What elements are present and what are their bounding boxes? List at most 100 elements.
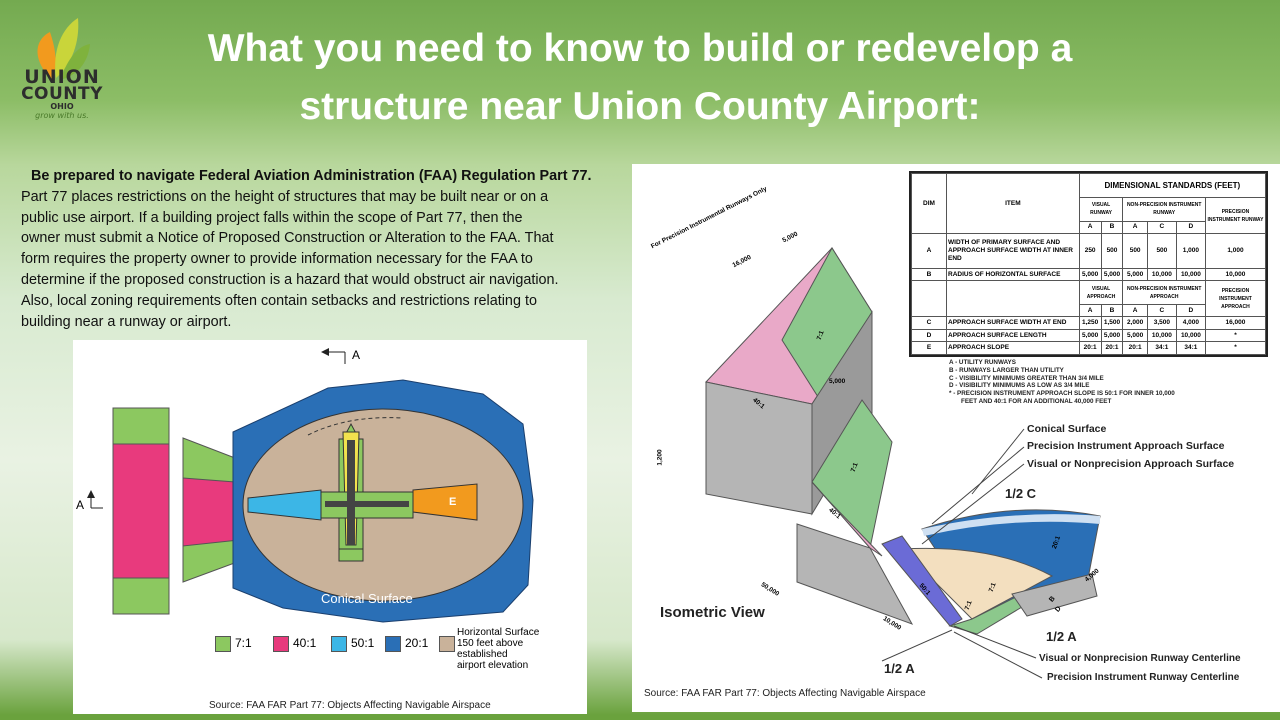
legend-swatch-50-1 <box>331 636 347 652</box>
table-item-e: APPROACH SLOPE <box>946 341 1080 355</box>
table-col-a: A <box>1078 303 1102 318</box>
table-cell: 5,000 <box>1122 328 1148 343</box>
logo-tagline: grow with us. <box>35 111 89 120</box>
logo-union: UNION <box>24 66 100 88</box>
table-cell: 1,500 <box>1100 316 1124 330</box>
title-line-2: structure near Union County Airport: <box>299 85 981 128</box>
dim-5000-mid: 5,000 <box>829 378 846 385</box>
table-item-b: RADIUS OF HORIZONTAL SURFACE <box>946 267 1080 282</box>
body-line: Also, local zoning requirements often co… <box>21 292 537 309</box>
legend-label-horizontal: Horizontal Surface 150 feet above establ… <box>457 627 540 671</box>
table-cell: 5,000 <box>1078 328 1102 343</box>
section-a-top-label: A <box>352 348 361 362</box>
table-cell: 4,000 <box>1175 316 1206 330</box>
section-a-left-label: A <box>76 498 85 512</box>
table-col-d: D <box>1175 220 1206 235</box>
table-cell: 20:1 <box>1100 341 1124 355</box>
body-line: form requires the property owner to prov… <box>21 251 533 268</box>
visual-centerline-label: Visual or Nonprecision Runway Centerline <box>1039 653 1241 664</box>
plan-legend: 7:1 40:1 50:1 20:1 Horizontal Surface 15… <box>215 627 575 673</box>
precision-approach-callout: Precision Instrument Approach Surface <box>1027 440 1225 452</box>
table-dim-a: A <box>911 233 947 269</box>
conical-surface-callout: Conical Surface <box>1027 423 1107 435</box>
table-cell: 10,000 <box>1146 328 1177 343</box>
table-cell: 2,000 <box>1122 316 1148 330</box>
table-dim-d: D <box>911 328 947 343</box>
isometric-view-label: Isometric View <box>660 604 765 621</box>
page-title: What you need to know to build or redeve… <box>130 20 1150 136</box>
table-col-b: B <box>1100 220 1124 235</box>
left-source-text: Source: FAA FAR Part 77: Objects Affecti… <box>209 700 491 711</box>
isometric-diagram <box>705 247 1101 679</box>
right-source-text: Source: FAA FAR Part 77: Objects Affecti… <box>644 688 926 699</box>
table-cell: 10,000 <box>1204 267 1267 282</box>
table-cell: 250 <box>1078 233 1102 269</box>
table-cell: 10,000 <box>1175 267 1206 282</box>
legend-label-7-1: 7:1 <box>235 636 252 650</box>
table-col-d: D <box>1175 303 1206 318</box>
table-col-a: A <box>1122 303 1148 318</box>
plan-view-diagram <box>87 348 534 623</box>
table-title: DIMENSIONAL STANDARDS (FEET) <box>1078 173 1267 198</box>
e-label: E <box>449 496 457 508</box>
logo-ohio: OHIO <box>50 102 74 111</box>
body-text: Be prepared to navigate Federal Aviation… <box>21 166 636 332</box>
table-cell: 500 <box>1122 233 1148 269</box>
half-c-label: 1/2 C <box>1005 486 1037 501</box>
table-cell: 5,000 <box>1100 328 1124 343</box>
table-item-header: ITEM <box>946 172 1080 235</box>
table-cell: 34:1 <box>1146 341 1177 355</box>
conical-surface-label: Conical Surface <box>321 591 413 606</box>
table-cell: 20:1 <box>1122 341 1148 355</box>
table-cell: 20:1 <box>1078 341 1102 355</box>
body-lead: Be prepared to navigate Federal Aviation… <box>31 168 592 184</box>
table-cell: 500 <box>1100 233 1124 269</box>
table-dim-header: DIM <box>911 172 947 235</box>
precision-centerline-label: Precision Instrument Runway Centerline <box>1047 672 1240 683</box>
table-cell: 1,000 <box>1204 233 1267 269</box>
union-county-logo: UNION COUNTY OHIO grow with us. <box>12 10 112 122</box>
legend-swatch-40-1 <box>273 636 289 652</box>
table-col-a: A <box>1078 220 1102 235</box>
table-item-d: APPROACH SURFACE LENGTH <box>946 328 1080 343</box>
legend-label-50-1: 50:1 <box>351 636 375 650</box>
dimensional-standards-table: DIM ITEM DIMENSIONAL STANDARDS (FEET) VI… <box>909 171 1268 357</box>
table-cell: 500 <box>1146 233 1177 269</box>
table-cell: 5,000 <box>1100 267 1124 282</box>
table-cell: 10,000 <box>1146 267 1177 282</box>
body-line: building near a runway or airport. <box>21 313 232 330</box>
table-cell: 1,000 <box>1175 233 1206 269</box>
table-item-c: APPROACH SURFACE WIDTH AT END <box>946 316 1080 330</box>
table-cell: * <box>1204 341 1267 355</box>
table-dim-e: E <box>911 341 947 355</box>
table-dim-b: B <box>911 267 947 282</box>
table-cell: 1,250 <box>1078 316 1102 330</box>
isometric-figure: DIM ITEM DIMENSIONAL STANDARDS (FEET) VI… <box>632 164 1280 712</box>
table-nonprecision-approach: NON-PRECISION INSTRUMENT APPROACH <box>1122 280 1206 305</box>
table-col-a: A <box>1122 220 1148 235</box>
table-dim-c: C <box>911 316 947 330</box>
body-line: owner must submit a Notice of Proposed C… <box>21 230 554 247</box>
legend-swatch-20-1 <box>385 636 401 652</box>
table-visual-approach: VISUAL APPROACH <box>1078 280 1124 305</box>
legend-swatch-7-1 <box>215 636 231 652</box>
table-item-a: WIDTH OF PRIMARY SURFACE AND APPROACH SU… <box>946 233 1080 269</box>
logo-county: COUNTY <box>21 84 103 104</box>
dim-1200: 1,200 <box>656 449 664 466</box>
table-cell: 3,500 <box>1146 316 1177 330</box>
legend-label-20-1: 20:1 <box>405 636 429 650</box>
table-cell: 10,000 <box>1175 328 1206 343</box>
table-visual-runway: VISUAL RUNWAY <box>1078 197 1124 222</box>
table-col-c: C <box>1146 303 1177 318</box>
half-a-right-label: 1/2 A <box>1046 629 1077 644</box>
leaf-logo-icon <box>37 18 90 80</box>
body-line: public use airport. If a building projec… <box>21 209 523 226</box>
legend-swatch-horizontal <box>439 636 455 652</box>
legend-label-40-1: 40:1 <box>293 636 317 650</box>
table-cell: 34:1 <box>1175 341 1206 355</box>
table-notes: A - UTILITY RUNWAYS B - RUNWAYS LARGER T… <box>949 359 1175 405</box>
table-cell: 5,000 <box>1078 267 1102 282</box>
table-precision-approach: PRECISION INSTRUMENT APPROACH <box>1204 280 1267 318</box>
title-line-1: What you need to know to build or redeve… <box>207 27 1073 70</box>
table-precision-runway: PRECISION INSTRUMENT RUNWAY <box>1204 196 1267 235</box>
